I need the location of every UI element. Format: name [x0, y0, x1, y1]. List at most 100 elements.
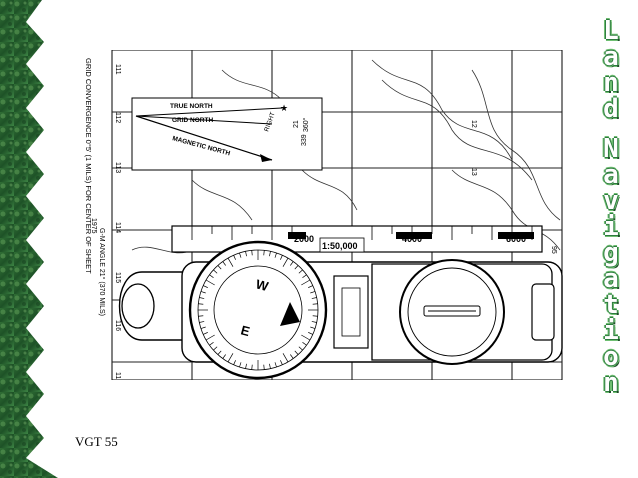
- dial-tick: [209, 342, 214, 346]
- grid-number: 95: [550, 246, 557, 254]
- title-letter: n: [603, 68, 619, 98]
- dial-tick: [269, 363, 271, 369]
- dial-tick: [311, 321, 317, 323]
- title-letter: o: [603, 342, 619, 372]
- scale-ratio: 1:50,000: [322, 241, 358, 251]
- dial-tick: [199, 321, 205, 323]
- dial-tick: [217, 350, 222, 355]
- title-letter: N: [603, 134, 619, 164]
- grid-number: 12: [470, 120, 477, 128]
- dial-tick: [294, 265, 299, 270]
- dial-tick: [198, 315, 204, 317]
- dial-tick: [280, 255, 283, 260]
- dial-tick: [205, 279, 215, 286]
- dial-tick: [222, 354, 226, 359]
- dial-tick: [298, 346, 303, 351]
- margin-note-block: GRID CONVERGENCE 0°5' (1 MILS) FOR CENTE…: [84, 58, 106, 316]
- dial-tick: [269, 251, 271, 257]
- title-letter: i: [603, 316, 619, 346]
- title-letter: a: [603, 264, 619, 294]
- dial-tick: [227, 353, 234, 363]
- dial-tick: [302, 342, 307, 346]
- dial-tick: [198, 303, 204, 305]
- dial-tick: [217, 265, 222, 270]
- dial-tick: [245, 363, 247, 369]
- dial-tick: [308, 332, 313, 335]
- scale-tick-label: 6000: [506, 234, 526, 244]
- dial-tick: [205, 334, 215, 341]
- compass-dial: [188, 240, 328, 380]
- grid-number: 116: [114, 320, 121, 331]
- grid-number: 113: [114, 162, 121, 173]
- title-letter: a: [603, 42, 619, 72]
- dial-tick: [310, 326, 316, 329]
- dial-tick: [233, 360, 236, 365]
- dial-tick: [233, 255, 236, 260]
- map-compass-figure: GRID CONVERGENCE 0°5' (1 MILS) FOR CENTE…: [84, 50, 563, 380]
- dial-tick: [213, 269, 218, 274]
- dial-tick: [290, 354, 294, 359]
- title-letter: a: [603, 160, 619, 190]
- grid-north-label: GRID NORTH: [172, 117, 213, 124]
- dial-ticks: [198, 250, 318, 370]
- dial-tick: [222, 261, 226, 266]
- dial-tick: [302, 274, 307, 278]
- dial-tick: [203, 285, 208, 288]
- title-letter: t: [603, 290, 619, 320]
- grid-number: 13: [470, 168, 477, 176]
- compass-e-label: E: [239, 322, 252, 339]
- dial-tick: [308, 285, 313, 288]
- dial-tick: [209, 274, 214, 278]
- dial-tick: [280, 360, 283, 365]
- dial-tick: [274, 252, 277, 258]
- dial-tick: [245, 251, 247, 257]
- dial-tick: [310, 291, 316, 294]
- scale-tick-label: 2000: [294, 234, 314, 244]
- title-letter: d: [603, 94, 619, 124]
- compass-arrow-icon: [280, 302, 300, 326]
- dial-tick: [298, 269, 303, 274]
- grid-number: 115: [114, 272, 121, 283]
- dial-tick: [213, 346, 218, 351]
- dial-tick: [312, 303, 318, 305]
- dial-tick: [239, 252, 242, 258]
- dial-tick: [199, 297, 205, 299]
- compass: 2000 1:50,000 4000 6000 W E: [118, 225, 563, 380]
- star-icon: ★: [280, 103, 288, 113]
- dial-tick: [274, 362, 277, 368]
- true-north-label: TRUE NORTH: [170, 103, 213, 110]
- scale-tick-label: 4000: [402, 234, 422, 244]
- dial-tick: [263, 250, 265, 256]
- dial-tick: [239, 362, 242, 368]
- grid-number: 117: [114, 372, 121, 380]
- compass-w-label: W: [254, 276, 270, 294]
- grid-number: 111: [114, 64, 121, 75]
- dial-tick: [282, 353, 289, 363]
- scale-ticks: [191, 226, 533, 240]
- deg-360-label: 360°: [302, 117, 310, 132]
- dial-tick: [263, 364, 265, 370]
- dial-tick: [301, 279, 311, 286]
- margin-note: GRID CONVERGENCE 0°5' (1 MILS) FOR CENTE…: [84, 58, 93, 274]
- dial-tick: [294, 350, 299, 355]
- zigzag-border: [0, 0, 58, 478]
- dial-tick: [312, 315, 318, 317]
- title-letter: n: [603, 368, 619, 398]
- deg-339-label: 339: [301, 134, 308, 146]
- grid-number: 114: [114, 222, 121, 233]
- title-letter: L: [603, 16, 619, 46]
- year-label: 1975: [90, 218, 97, 234]
- gm-angle-label: G-M ANGLE 21° (370 MILS): [98, 228, 106, 316]
- grid-number: 112: [114, 112, 121, 123]
- dial-tick: [311, 297, 317, 299]
- dial-tick: [227, 257, 234, 267]
- declination-diagram: ★ TRUE NORTH GRID NORTH MAGNETIC NORTH R…: [131, 97, 323, 171]
- arrowhead-icon: [260, 154, 272, 162]
- deg-21-label: 21: [293, 120, 300, 128]
- dial-tick: [251, 250, 253, 256]
- title-letter: g: [603, 238, 619, 268]
- title-letter: i: [603, 212, 619, 242]
